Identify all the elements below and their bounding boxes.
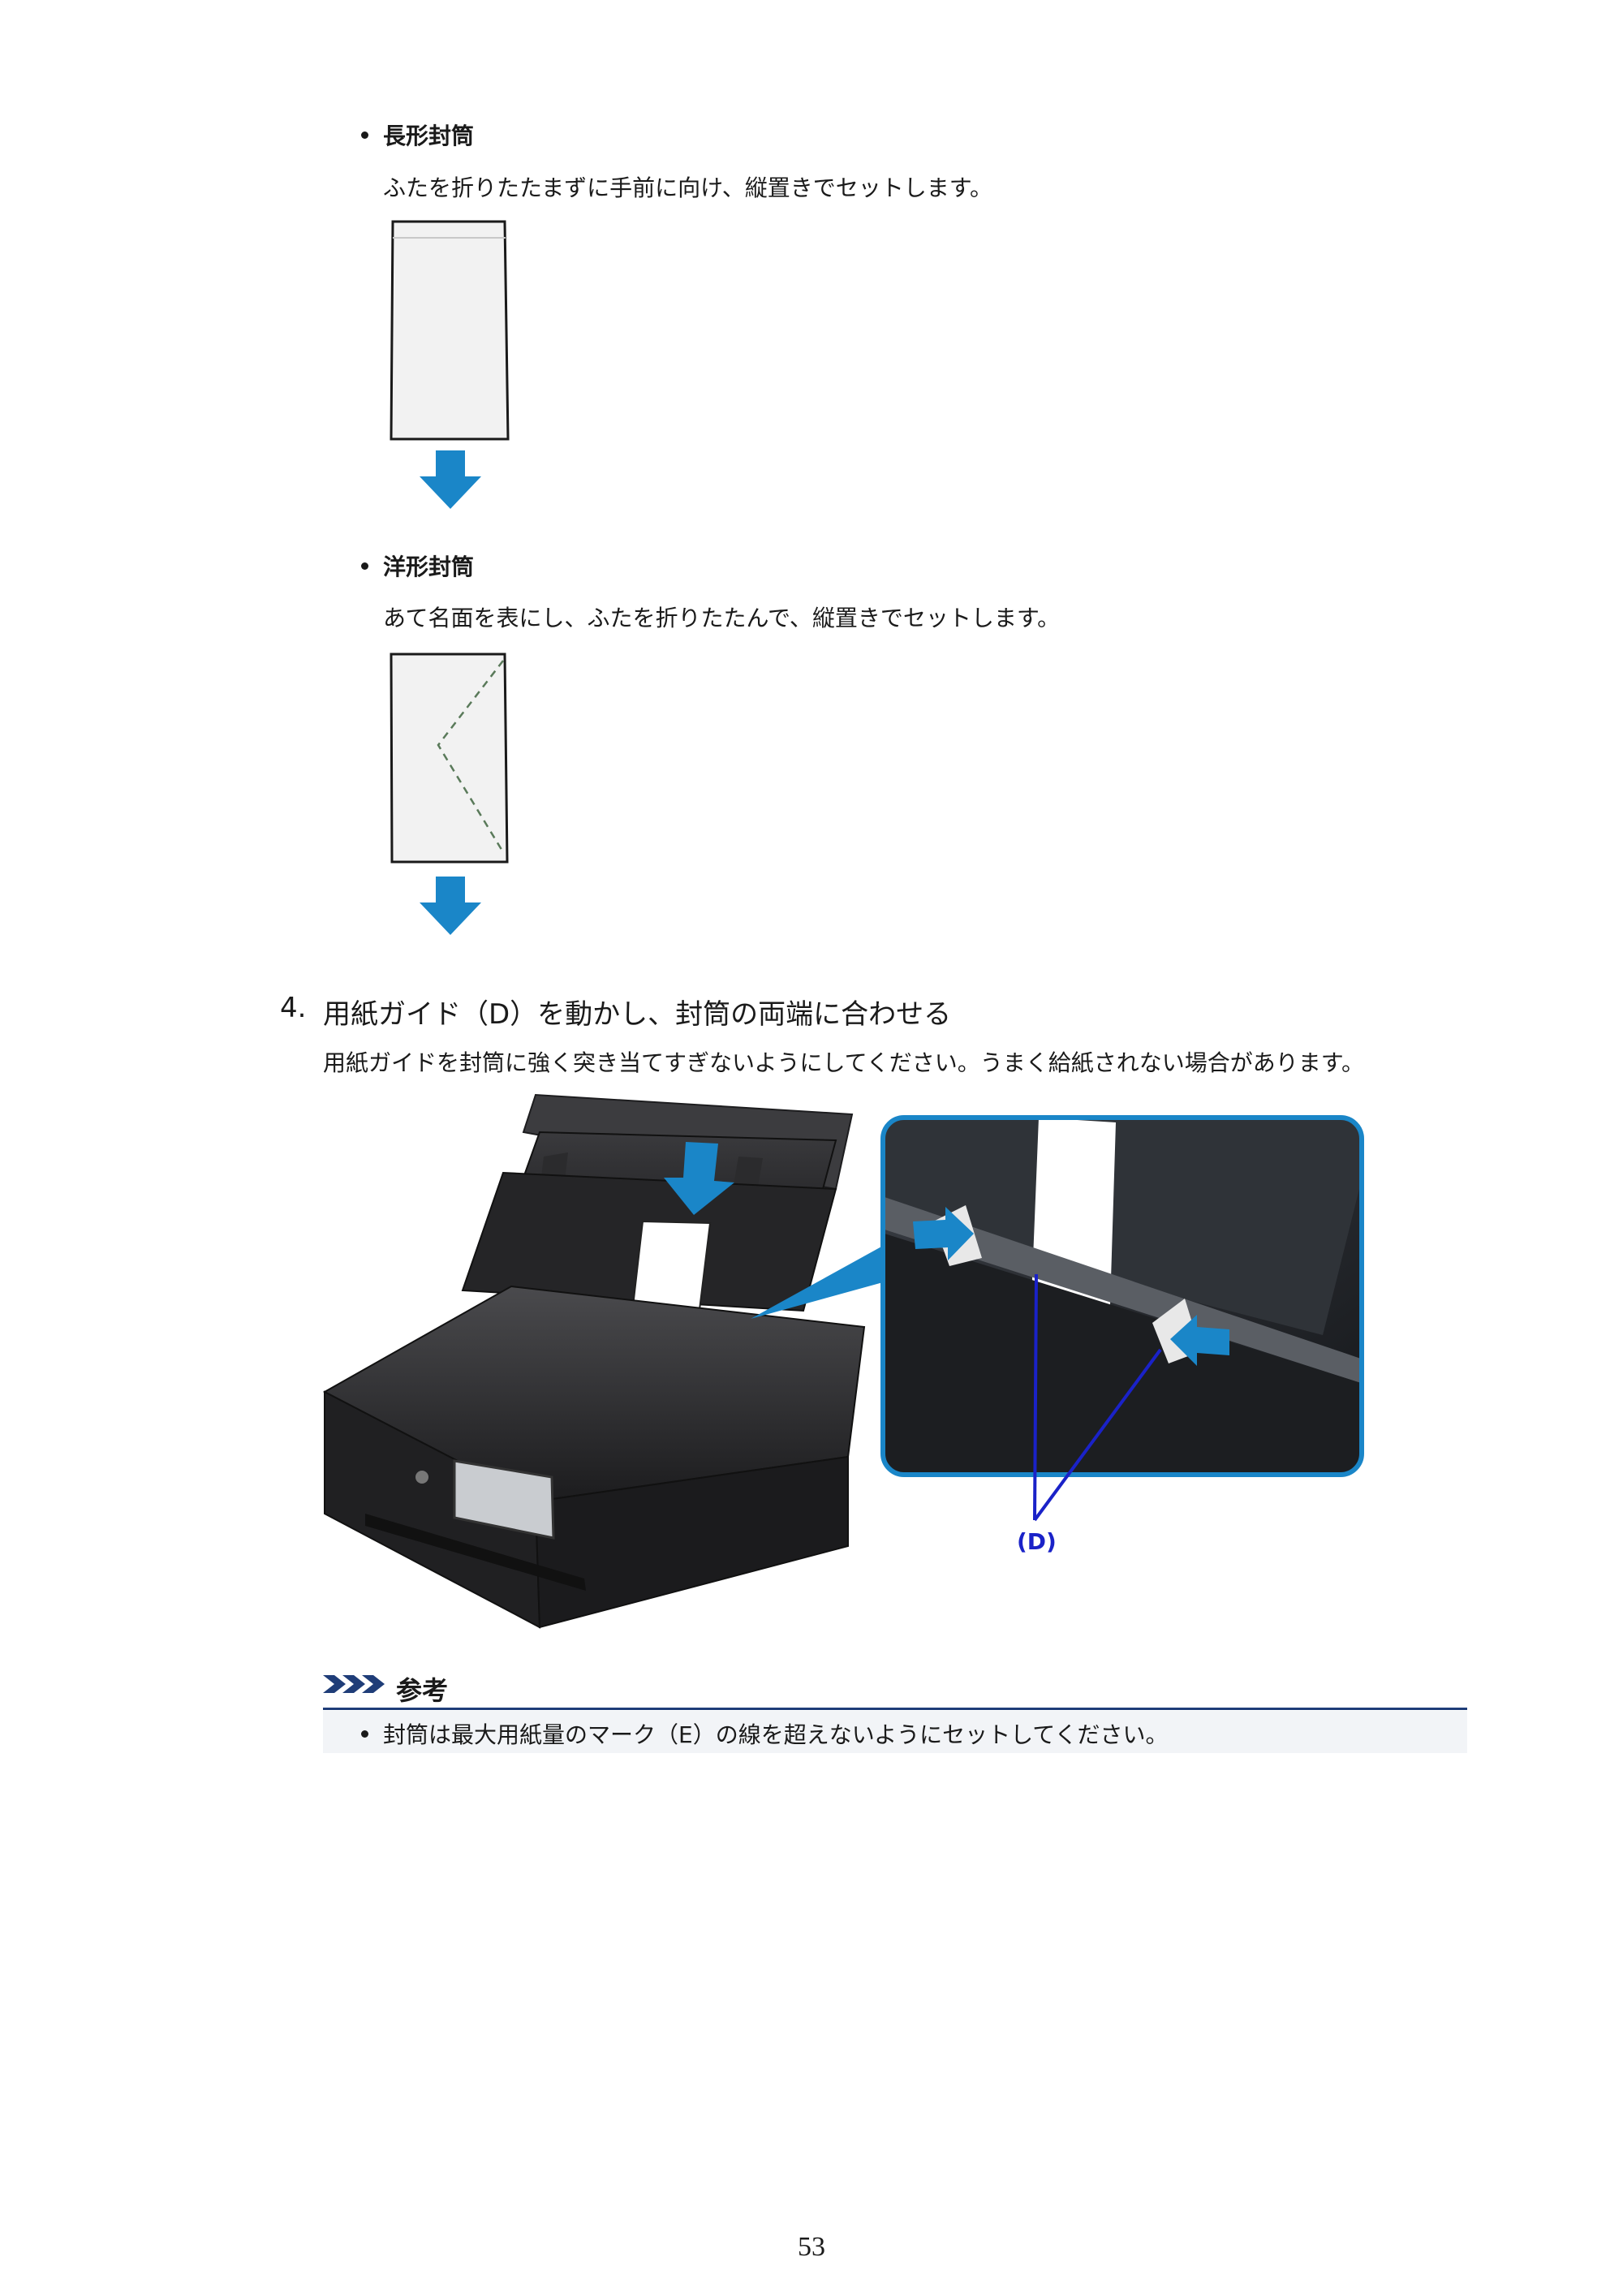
section-description: あて名面を表にし、ふたを折りたたんで、縦置きでセットします。	[383, 605, 1061, 631]
note-item: 封筒は最大用紙量のマーク（E）の線を超えないようにセットしてください。	[361, 1717, 1168, 1750]
section-heading: 長形封筒	[383, 123, 475, 149]
step-number: 4.	[280, 992, 307, 1024]
step-description: 用紙ガイドを封筒に強く突き当てすぎないようにしてください。うまく給紙されない場合…	[323, 1049, 1364, 1076]
bullet-dot	[361, 1730, 368, 1738]
section-heading: 洋形封筒	[383, 554, 475, 580]
down-arrow-icon	[420, 450, 481, 509]
western-envelope-illustration	[390, 653, 509, 864]
printer-illustration	[322, 1093, 1364, 1629]
note-text: 封筒は最大用紙量のマーク（E）の線を超えないようにセットしてください。	[383, 1721, 1169, 1748]
bullet-dot	[361, 131, 368, 139]
note-box	[323, 1711, 1467, 1753]
section-description: ふたを折りたたまずに手前に向け、縦置きでセットします。	[383, 174, 992, 201]
callout-label: (D)	[1017, 1528, 1057, 1555]
note-heading: 参考	[396, 1675, 449, 1706]
down-arrow-icon	[420, 877, 481, 935]
bullet-item-long-envelope: 長形封筒	[361, 118, 474, 151]
bullet-item-western-envelope: 洋形封筒	[361, 549, 474, 582]
chevrons-icon	[323, 1675, 385, 1693]
long-envelope-illustration	[390, 220, 510, 441]
step-title: 用紙ガイド（D）を動かし、封筒の両端に合わせる	[323, 998, 952, 1031]
page-number: 53	[798, 2232, 825, 2262]
bullet-dot	[361, 562, 368, 570]
note-rule	[323, 1708, 1467, 1710]
